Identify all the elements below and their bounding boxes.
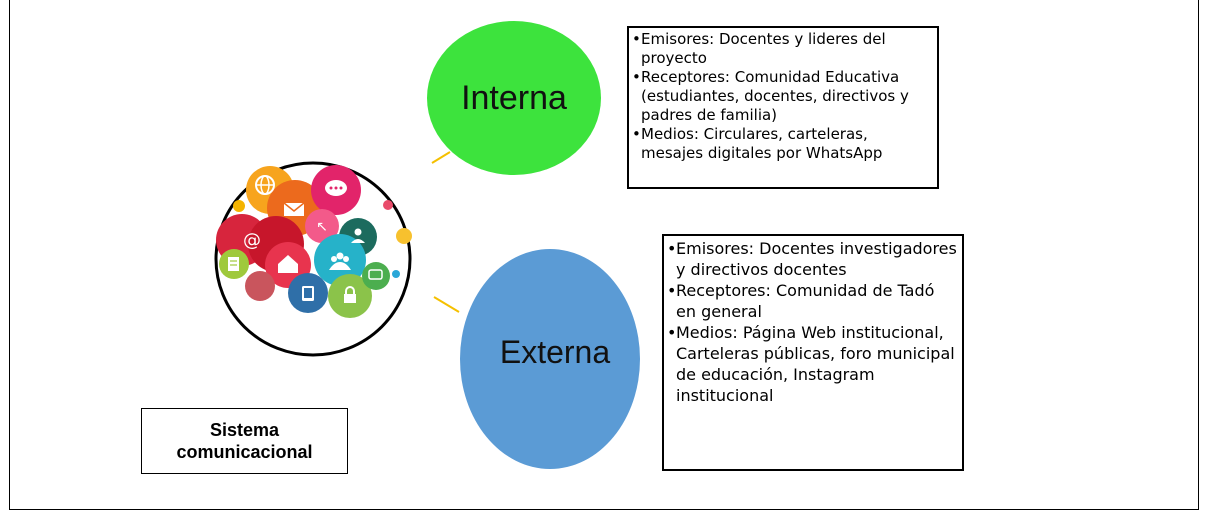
internal-details-box: Emisores: Docentes y lideres del proyect… <box>627 26 939 189</box>
group-icon <box>329 252 351 270</box>
internal-label: Interna <box>461 78 567 117</box>
chat-icon <box>325 180 347 196</box>
internal-item-receptores: Receptores: Comunidad Educativa (estudia… <box>632 68 933 125</box>
at-icon: @ <box>243 230 261 251</box>
internal-bubble <box>427 21 601 175</box>
internal-item-emisores: Emisores: Docentes y lideres del proyect… <box>632 30 933 68</box>
connector-external <box>433 296 460 313</box>
external-item-emisores: Emisores: Docentes investigadores y dire… <box>667 238 958 280</box>
social-media-illustration: ↖ @ <box>214 161 412 357</box>
diagram-title-box: Sistema comunicacional <box>141 408 348 474</box>
diagram-title: Sistema comunicacional <box>176 420 313 462</box>
home-icon <box>278 255 298 273</box>
internal-item-medios: Medios: Circulares, carteleras, mesajes … <box>632 125 933 163</box>
connector-internal <box>431 151 451 164</box>
internal-details-list: Emisores: Docentes y lideres del proyect… <box>632 30 933 163</box>
arrow-icon: ↖ <box>316 219 328 235</box>
svg-text:@: @ <box>243 230 261 251</box>
tablet-icon <box>302 286 314 301</box>
document-icon <box>228 257 239 271</box>
external-details-box: Emisores: Docentes investigadores y dire… <box>662 234 964 471</box>
external-ellipse <box>460 249 640 469</box>
mail-icon <box>283 202 305 216</box>
user-icon <box>351 228 365 243</box>
external-bubble <box>460 249 640 469</box>
external-item-receptores: Receptores: Comunidad de Tadó en general <box>667 280 958 322</box>
external-details-list: Emisores: Docentes investigadores y dire… <box>667 238 958 406</box>
svg-text:↖: ↖ <box>316 219 328 235</box>
external-item-medios: Medios: Página Web institucional, Cartel… <box>667 322 958 406</box>
globe-icon <box>255 175 275 195</box>
external-label: Externa <box>499 333 611 370</box>
internal-ellipse <box>427 21 601 175</box>
lock-icon <box>344 286 356 303</box>
speech-icon <box>368 269 383 280</box>
diagram-frame <box>9 0 1199 510</box>
